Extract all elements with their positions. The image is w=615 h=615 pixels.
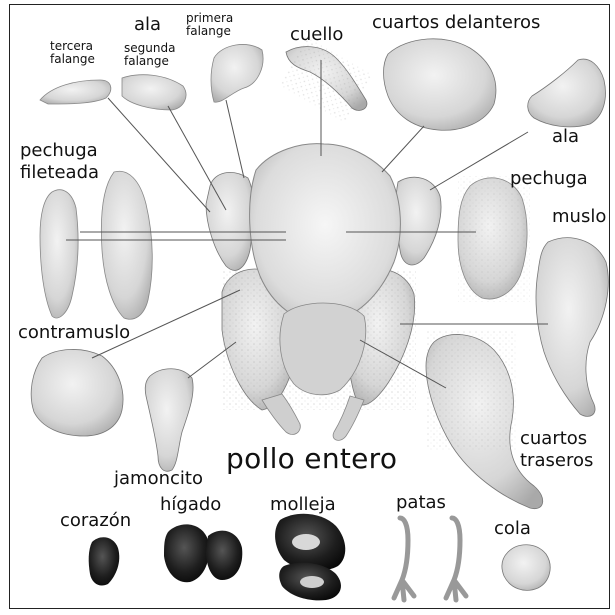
pechuga-fileteada-fillet-2: [101, 171, 152, 319]
pechuga-fileteada-fillet-1: [40, 190, 78, 318]
jamoncito-piece: [145, 369, 193, 472]
whole-chicken: [206, 144, 441, 441]
label-contramuslo: contramuslo: [18, 324, 130, 343]
label-cuartos-traseros: cuartos traseros: [520, 428, 593, 471]
label-pechuga-fileteada: pechuga fileteada: [20, 140, 99, 183]
muslo-piece: [536, 238, 608, 417]
primera-falange-piece: [211, 44, 263, 102]
label-jamoncito: jamoncito: [114, 470, 203, 489]
label-muslo: muslo: [552, 208, 606, 227]
patas-piece: [394, 518, 466, 600]
label-corazon: corazón: [60, 512, 131, 531]
label-higado: hígado: [160, 496, 221, 515]
label-tercera-falange: tercera falange: [50, 40, 95, 65]
corazon-piece: [89, 537, 120, 585]
label-pollo-entero: pollo entero: [226, 444, 397, 473]
molleja-piece: [275, 514, 345, 601]
ala-right-piece: [528, 59, 606, 127]
label-ala-right: ala: [552, 128, 579, 147]
segunda-falange-piece: [122, 75, 186, 110]
cola-piece: [502, 545, 550, 591]
label-ala-top: ala: [134, 16, 161, 35]
label-cuello: cuello: [290, 26, 343, 45]
tercera-falange-piece: [40, 80, 111, 104]
label-molleja: molleja: [270, 496, 336, 515]
cuartos-delanteros-piece: [384, 39, 496, 130]
contramuslo-piece: [31, 349, 123, 436]
label-segunda-falange: segunda falange: [124, 42, 175, 67]
label-cola: cola: [494, 520, 531, 539]
label-cuartos-delanteros: cuartos delanteros: [372, 14, 540, 33]
label-primera-falange: primera falange: [186, 12, 233, 37]
label-pechuga: pechuga: [510, 170, 588, 189]
higado-piece: [164, 524, 242, 582]
label-patas: patas: [396, 494, 446, 513]
